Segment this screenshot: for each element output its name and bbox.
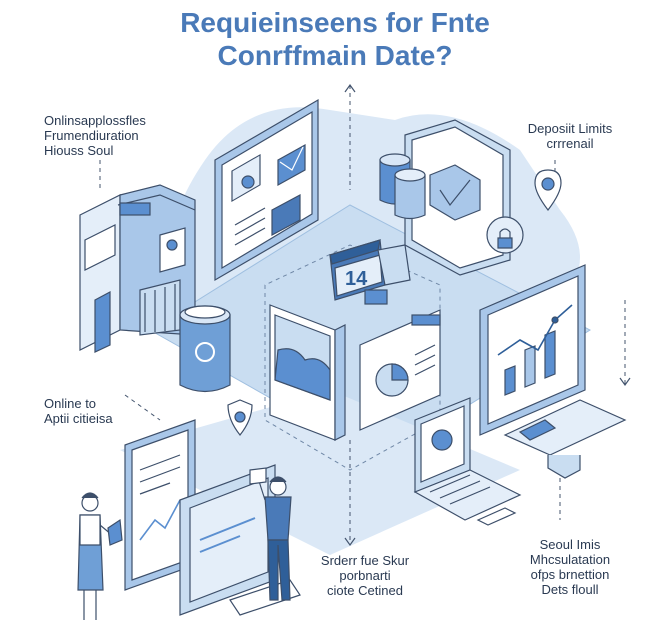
label-mid-left: Online to Aptii citieisa xyxy=(44,396,164,426)
label-bottom-center-line-1: Srderr fue Skur xyxy=(320,553,410,568)
label-top-right-line-1: Deposiit Limits xyxy=(527,121,613,136)
label-mid-left-line-1: Online to xyxy=(44,396,97,411)
title-line-1: Requieinseens for Fnte xyxy=(180,7,490,38)
label-top-right: Deposiit Limits crrrenail xyxy=(510,121,630,151)
diagram-title: Requieinseens for Fnte Conrffmain Date? xyxy=(0,6,670,72)
location-pin-icon xyxy=(534,169,562,211)
map-book-icon xyxy=(269,304,346,441)
label-top-left-line-1: Onlinsapplossfles xyxy=(44,113,146,128)
calendar-number: 14 xyxy=(345,268,368,290)
laptop-icon xyxy=(413,397,522,526)
jar-icon xyxy=(179,305,231,393)
phone-icon xyxy=(404,119,511,276)
profile-document-icon xyxy=(214,98,319,282)
lock-badge-icon xyxy=(486,216,524,254)
woman-figure xyxy=(77,492,123,620)
tablet-icon xyxy=(124,419,196,591)
label-top-left: Onlinsapplossfles Frumendiuration Hiouss… xyxy=(44,113,194,158)
keyboard-icon xyxy=(503,399,627,479)
arrow-heads xyxy=(344,83,631,547)
chart-monitor-icon xyxy=(479,264,586,436)
title-line-2: Conrffmain Date? xyxy=(217,40,453,71)
calendar-icon xyxy=(329,239,411,305)
presentation-screen-icon xyxy=(179,464,301,616)
label-top-left-line-2: Frumendiuration xyxy=(44,128,139,143)
pie-document-icon xyxy=(359,309,441,431)
label-bottom-center: Srderr fue Skur porbnarti ciote Cetined xyxy=(300,553,430,598)
label-bottom-right-line-3: ofps brnettion xyxy=(530,567,610,582)
man-figure xyxy=(249,467,292,601)
label-bottom-right-line-1: Seoul Imis xyxy=(539,537,601,552)
label-bottom-center-line-3: ciote Cetined xyxy=(327,583,403,598)
label-bottom-right: Seoul Imis Mhcsulatation ofps brnettion … xyxy=(510,537,630,597)
building-icon xyxy=(79,184,196,353)
cups-icon xyxy=(379,153,426,220)
label-bottom-right-line-2: Mhcsulatation xyxy=(529,552,611,567)
label-top-right-line-2: crrrenail xyxy=(546,136,594,151)
label-top-left-line-3: Hiouss Soul xyxy=(44,143,114,158)
label-bottom-center-line-2: porbnarti xyxy=(339,568,391,583)
shield-icon xyxy=(227,399,253,436)
label-bottom-right-line-4: Dets floull xyxy=(541,582,599,597)
label-mid-left-line-2: Aptii citieisa xyxy=(44,411,113,426)
